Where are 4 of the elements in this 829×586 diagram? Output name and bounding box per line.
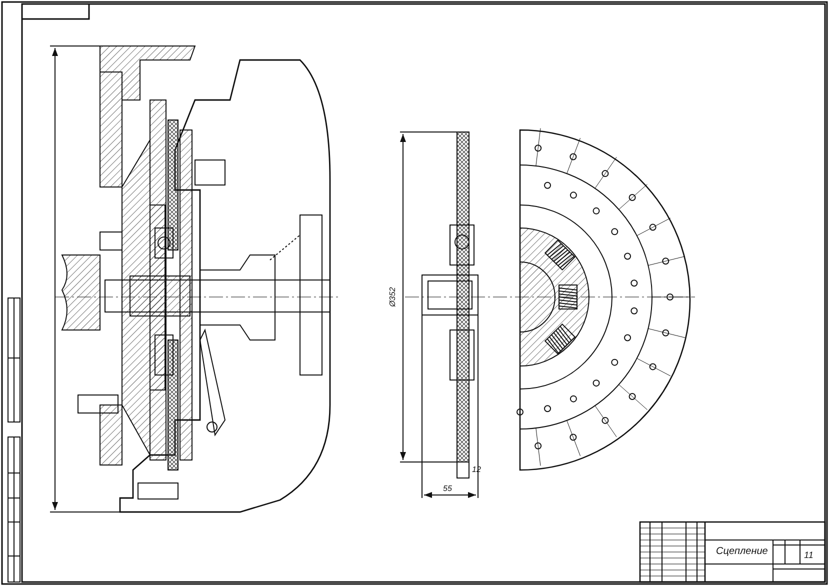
dimension-value: 55 bbox=[443, 485, 452, 493]
sheet-number: 11 bbox=[804, 551, 814, 560]
dimension-value: Ø352 bbox=[389, 287, 397, 307]
drawing-title: Сцепление bbox=[716, 547, 768, 557]
